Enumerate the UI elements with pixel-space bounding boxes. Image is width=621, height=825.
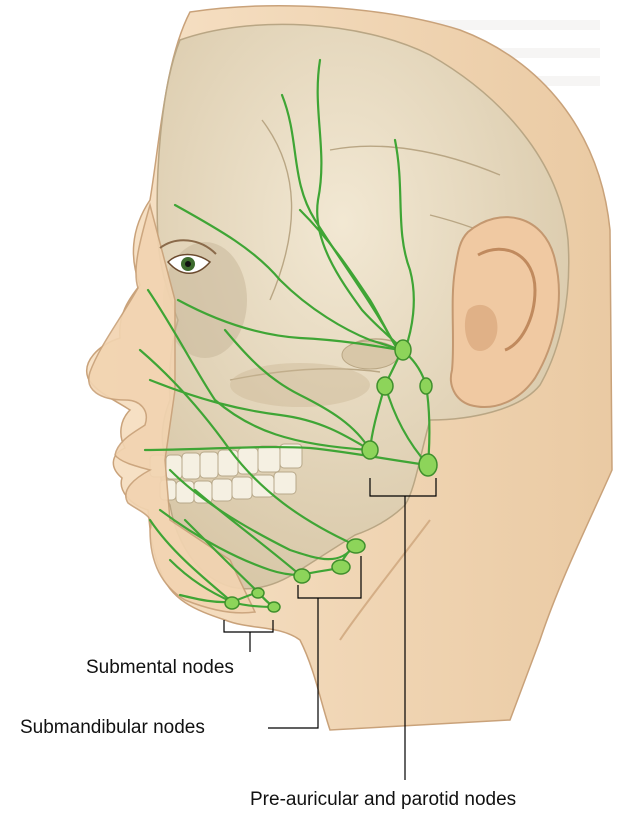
submental-node (224, 596, 240, 610)
parotid-node (394, 339, 412, 361)
submandibular-leader (268, 598, 319, 729)
neck-contour (339, 519, 431, 641)
ear-icon (450, 216, 560, 408)
parotid-bracket (369, 478, 437, 497)
zygomatic-shadow (230, 363, 370, 407)
submandibular-node (293, 568, 311, 584)
submental-bracket (223, 620, 274, 633)
submental-nodes-label: Submental nodes (86, 657, 234, 678)
leader-lines (223, 478, 437, 780)
submandibular-node (331, 559, 351, 575)
lymph-nodes (224, 339, 438, 613)
submental-node (267, 601, 281, 613)
submandibular-bracket (297, 556, 362, 599)
parotid-node (376, 376, 394, 396)
submental-node (251, 587, 265, 599)
parotid-node (361, 440, 379, 460)
parotid-nodes-label: Pre-auricular and parotid nodes (250, 789, 517, 810)
submandibular-node (346, 538, 366, 554)
submandibular-nodes-label: Submandibular nodes (20, 717, 205, 738)
face-profile (88, 202, 257, 614)
parotid-node (419, 377, 433, 395)
eye-icon (159, 239, 217, 274)
parotid-node (418, 453, 438, 477)
